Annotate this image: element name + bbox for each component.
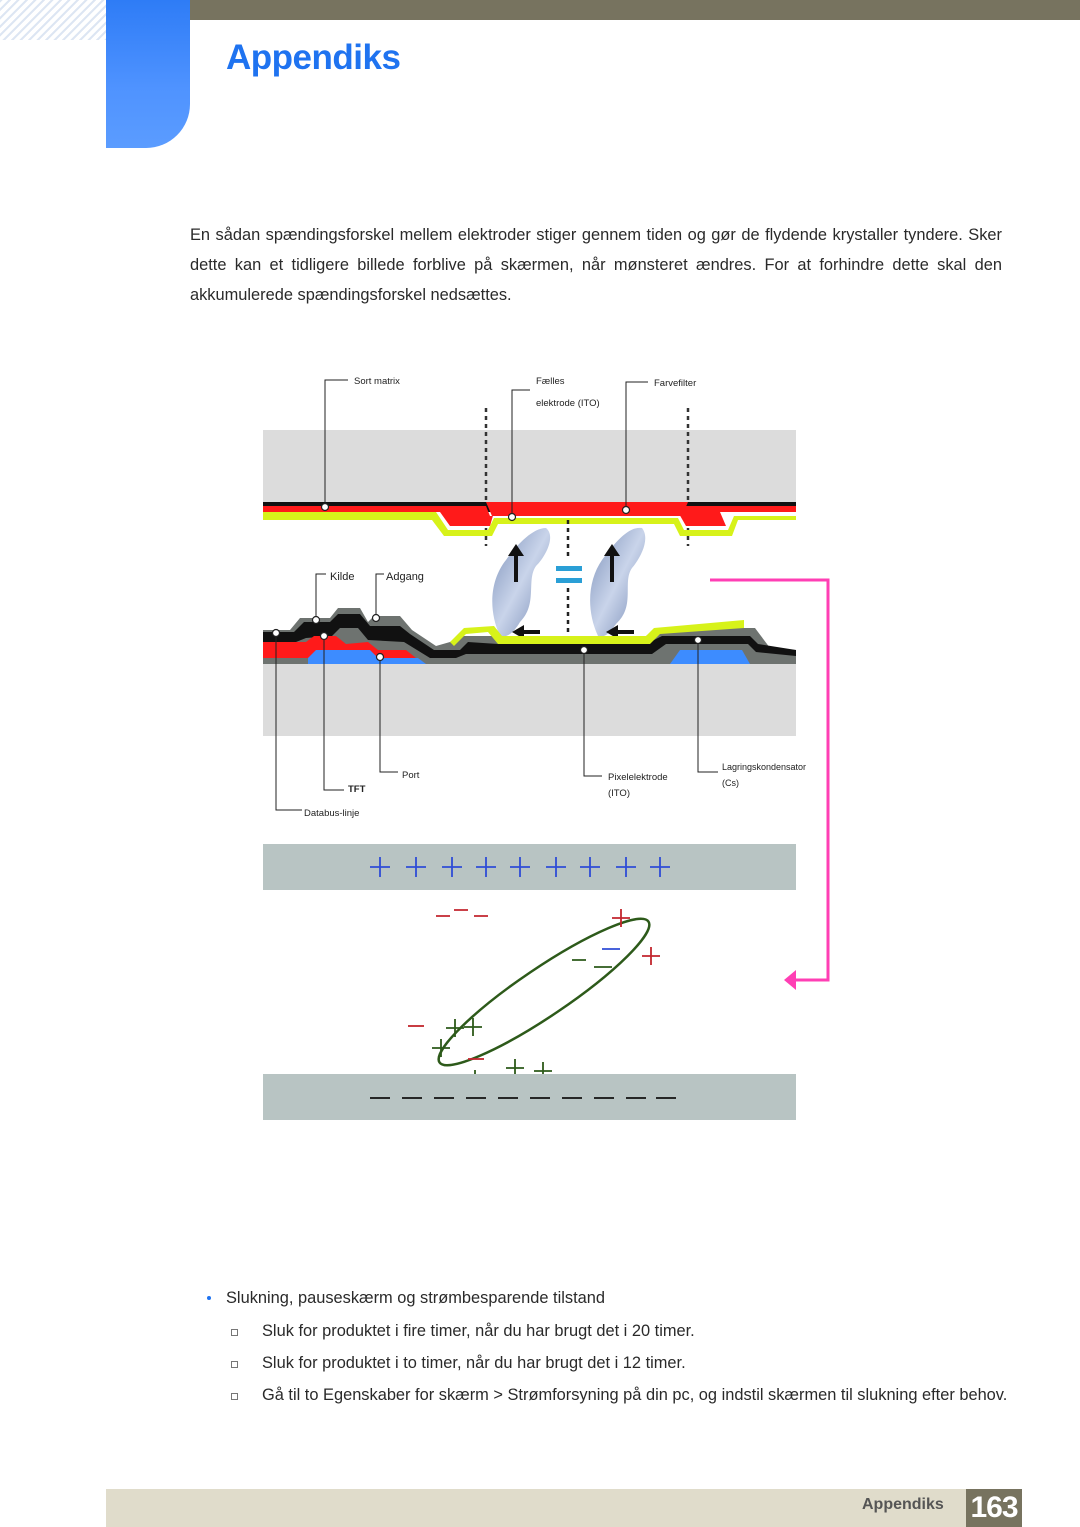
label-faelles-2: elektrode (ITO) [536,398,600,409]
arrow-up-right [604,544,620,582]
marker-storage [693,635,703,645]
equals-bar-top [556,566,582,571]
upper-glass-panel [263,430,796,506]
leader-sort-matrix [324,379,348,503]
page-title: Appendiks [226,38,401,77]
marker-databus [271,628,281,638]
label-kilde: Kilde [330,571,354,583]
crystal-swirl-right [590,527,646,637]
marker-pixel [579,645,589,655]
plus-signs-row [370,857,670,877]
sub-bullet-2: Sluk for produktet i to timer, når du ha… [190,1349,1010,1377]
body-paragraph: En sådan spændingsforskel mellem elektro… [190,226,1002,304]
yellow-green-layer [263,512,796,536]
arrow-up-left [508,544,524,582]
yellow-green-lower [450,620,744,646]
tft-red-layer [263,636,416,658]
liquid-crystal-molecule [437,917,651,1067]
leader-databus [275,637,302,811]
footer-section-label: Appendiks [862,1496,944,1513]
sub-bullet-text: Sluk for produktet i fire timer, når du … [262,1322,695,1340]
equals-bar-bottom [556,578,582,583]
leader-faelles [511,389,530,513]
footer-bar [106,1489,966,1527]
leader-port [379,661,398,773]
chapter-tab [106,0,190,148]
sub-bullet-1: Sluk for produktet i fire timer, når du … [190,1317,1010,1345]
magenta-arrow-head [784,970,796,990]
label-adgang: Adgang [386,571,424,583]
label-faelles-1: Fælles [536,376,565,387]
bullet-main-text: Slukning, pauseskærm og strømbesparende … [226,1289,605,1307]
label-port: Port [402,770,420,781]
arrow-left-1 [512,625,540,639]
label-sort-matrix: Sort matrix [354,376,400,387]
marker-port [375,652,385,662]
marker-kilde [311,615,321,625]
page-number: 163 [966,1489,1022,1527]
label-storage-1: Lagringskondensator [722,762,806,772]
crystal-swirl-left [492,528,551,637]
label-pixel-2: (ITO) [608,788,630,799]
storage-blue-layer [670,650,750,664]
label-farvefilter: Farvefilter [654,378,696,389]
sub-bullet-text: Gå til to Egenskaber for skærm > Strømfo… [262,1386,1008,1404]
magenta-connector-arrow [710,578,830,982]
marker-tft [319,631,329,641]
square-bullet-icon [231,1361,238,1368]
leader-adgang [375,573,384,614]
label-tft: TFT [348,784,366,795]
tft-black-layer [263,614,796,658]
leader-tft [323,640,344,791]
leader-storage [697,644,718,773]
arrow-left-2 [606,625,634,639]
bullet-main: Slukning, pauseskærm og strømbesparende … [190,1285,1010,1311]
bullet-list: Slukning, pauseskærm og strømbesparende … [190,1285,1010,1413]
square-bullet-icon [231,1393,238,1400]
label-pixel-1: Pixelelektrode [608,772,668,783]
sub-bullet-3: Gå til to Egenskaber for skærm > Strømfo… [190,1381,1010,1409]
bottom-charge-plate [263,1074,796,1120]
label-storage-2: (Cs) [722,778,739,788]
marker-faelles [507,512,517,522]
lcd-cell-diagram: Sort matrix Fælles elektrode (ITO) Farve… [263,376,830,1120]
lower-glass-panel [263,656,796,736]
marker-farvefilter [621,505,631,515]
square-bullet-icon [231,1329,238,1336]
color-filter-center [486,502,688,516]
leader-kilde [315,573,326,616]
label-databus: Databus-linje [304,808,359,819]
leader-farvefilter [625,381,648,506]
header-bar [190,0,1080,20]
bullet-dot-icon [207,1296,211,1300]
marker-sort-matrix [320,502,330,512]
corner-hatch-decoration [0,0,106,40]
scattered-charges [408,909,660,1088]
leader-pixel [583,654,602,777]
marker-adgang [371,613,381,623]
sub-bullet-text: Sluk for produktet i to timer, når du ha… [262,1354,686,1372]
tft-blue-layer [308,650,426,664]
